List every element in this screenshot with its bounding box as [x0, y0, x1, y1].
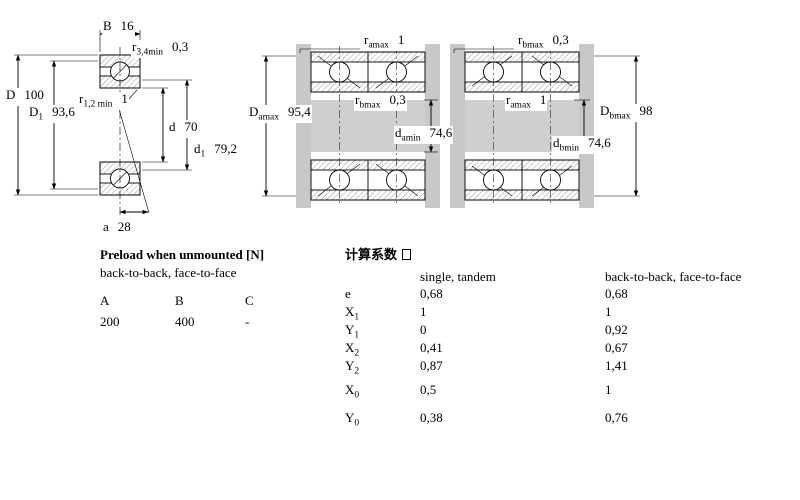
factor-value-single-tandem: 1 [420, 303, 427, 319]
factors-header-row: single, tandem back-to-back, face-to-fac… [345, 269, 785, 285]
factors-col1-header: single, tandem [420, 269, 496, 284]
factor-value-back-to-back: 0,76 [605, 410, 628, 426]
factor-row: X1 1 1 [345, 303, 785, 323]
preload-header-row: A B C [100, 293, 340, 308]
factor-value-single-tandem: 0,38 [420, 410, 443, 426]
preload-value-b: 400 [175, 314, 195, 329]
factor-value-single-tandem: 0 [420, 321, 427, 337]
factor-symbol: X1 [345, 303, 360, 323]
factors-rows: e 0,68 0,68 X1 1 1 Y1 0 0,92 X2 0,41 0,6… [345, 285, 785, 430]
preload-value-a: 200 [100, 314, 120, 329]
factor-value-single-tandem: 0,68 [420, 285, 443, 301]
factor-symbol: X0 [345, 381, 360, 401]
missing-glyph-box [402, 249, 412, 260]
factor-symbol: e [345, 285, 351, 301]
factor-row: X2 0,41 0,67 [345, 339, 785, 359]
factor-value-back-to-back: 0,68 [605, 285, 628, 301]
factor-value-back-to-back: 1,41 [605, 357, 628, 373]
factor-row: Y0 0,38 0,76 [345, 410, 785, 429]
factor-row: Y1 0 0,92 [345, 321, 785, 341]
factor-value-single-tandem: 0,87 [420, 357, 443, 373]
factor-value-single-tandem: 0,41 [420, 339, 443, 355]
factor-symbol: Y0 [345, 410, 360, 429]
preload-header-b: B [175, 293, 184, 308]
preload-value-c: - [245, 314, 250, 329]
factor-symbol: X2 [345, 339, 360, 359]
factor-value-back-to-back: 0,67 [605, 339, 628, 355]
factor-symbol: Y1 [345, 321, 360, 341]
factors-col2-header: back-to-back, face-to-face [605, 269, 742, 284]
factor-symbol: Y2 [345, 357, 360, 377]
factor-row: Y2 0,87 1,41 [345, 357, 785, 377]
factors-title: 计算系数 [345, 247, 785, 262]
factor-value-back-to-back: 1 [605, 381, 612, 397]
factors-section: 计算系数 single, tandem back-to-back, face-t… [345, 247, 785, 429]
preload-header-a: A [100, 293, 110, 308]
preload-section: Preload when unmounted [N] back-to-back,… [100, 247, 340, 329]
preload-subtitle: back-to-back, face-to-face [100, 265, 237, 280]
factor-row: X0 0,5 1 [345, 381, 785, 401]
factor-value-back-to-back: 1 [605, 303, 612, 319]
factor-value-single-tandem: 0,5 [420, 381, 437, 397]
left-bearing-drawing [14, 30, 192, 216]
face-to-face-drawing [450, 44, 640, 208]
preload-title: Preload when unmounted [N] [100, 247, 265, 262]
preload-value-row: 200 400 - [100, 314, 340, 329]
preload-header-c: C [245, 293, 254, 308]
factor-value-back-to-back: 0,92 [605, 321, 628, 337]
factor-row: e 0,68 0,68 [345, 285, 785, 305]
